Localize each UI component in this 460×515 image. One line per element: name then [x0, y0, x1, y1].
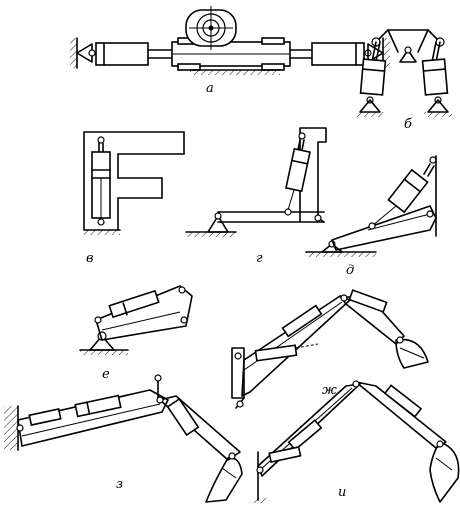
diagram-v: в	[83, 131, 185, 266]
label-g: г	[256, 251, 263, 266]
diagram-zh: ж	[231, 289, 429, 409]
label-a: а	[206, 81, 214, 96]
label-i: и	[338, 485, 346, 500]
diagram-e: е	[79, 285, 193, 382]
diagram-z: з	[4, 374, 243, 503]
diagram-a: а	[70, 6, 390, 96]
wheel	[185, 6, 237, 50]
label-b: б	[404, 117, 412, 132]
label-z: з	[116, 477, 123, 492]
label-d: д	[346, 263, 354, 278]
label-v: в	[86, 251, 94, 266]
label-zh: ж	[322, 383, 337, 398]
diagram-d: д	[305, 155, 437, 278]
diagram-i: и	[252, 380, 460, 503]
diagram-g: г	[185, 127, 327, 266]
diagram-b: б	[356, 29, 452, 132]
label-e: е	[102, 367, 110, 382]
